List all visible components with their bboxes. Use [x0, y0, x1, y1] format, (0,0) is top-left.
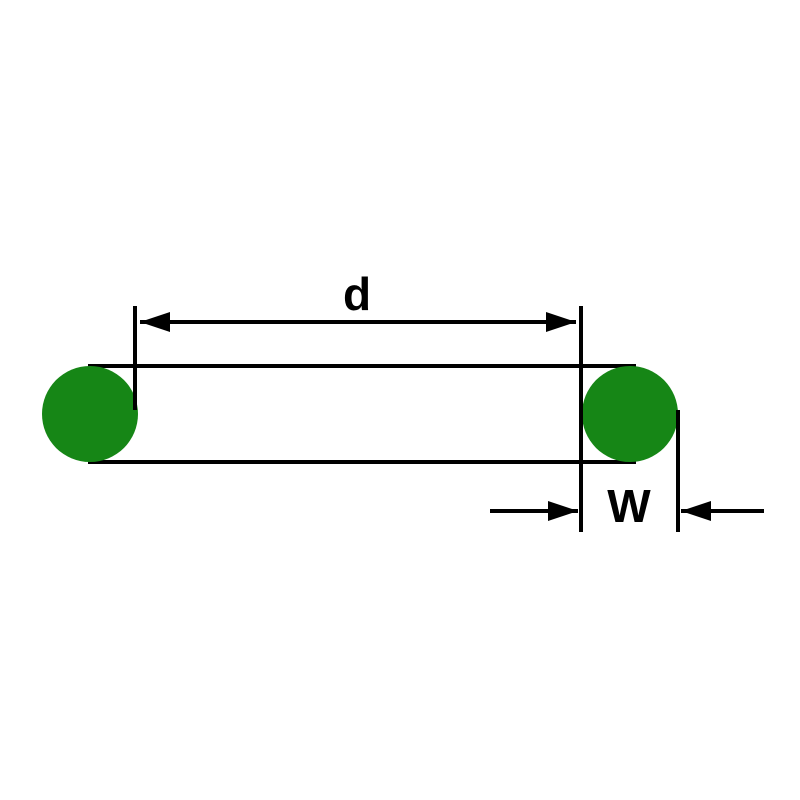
- oring-left-cross-section: [42, 366, 138, 462]
- d-dimension-label: d: [343, 268, 371, 320]
- w-dimension-label: W: [607, 480, 651, 532]
- oring-right-cross-section: [582, 366, 678, 462]
